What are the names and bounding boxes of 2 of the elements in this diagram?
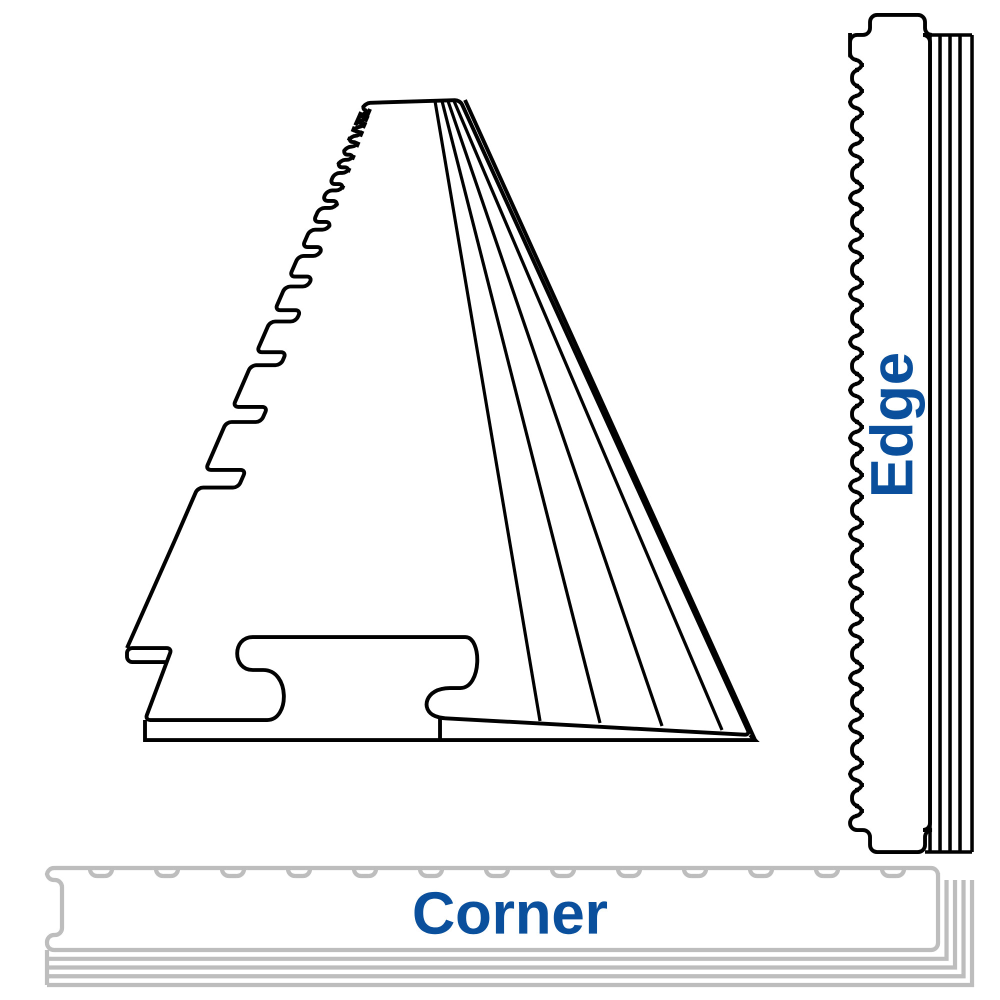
tile-label: Corner <box>414 892 608 934</box>
tile-label: Edge <box>869 354 926 494</box>
